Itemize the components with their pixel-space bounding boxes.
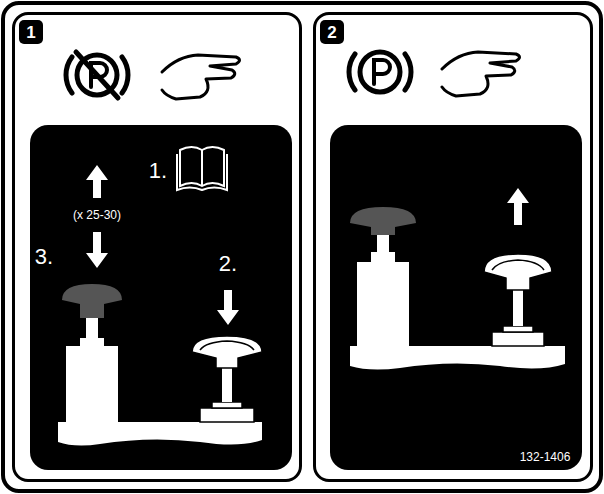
part-number: 132-1406 xyxy=(520,451,571,463)
brake-arc xyxy=(66,57,72,93)
down-arrow xyxy=(217,290,239,325)
valve-stem xyxy=(513,290,523,326)
hand-outline xyxy=(442,52,520,96)
book-cover xyxy=(177,154,227,190)
step-badge-number: 2 xyxy=(327,24,336,41)
valve-knob-detail xyxy=(200,341,254,350)
instruction-field xyxy=(330,125,582,470)
base-plate xyxy=(58,422,262,446)
valve-knob xyxy=(484,254,552,290)
brake-arc xyxy=(349,54,355,90)
brake-circle xyxy=(360,52,400,92)
book-pages xyxy=(180,147,224,186)
valve-seat xyxy=(503,326,533,332)
brake-applied-icon xyxy=(349,52,411,92)
outer-frame xyxy=(3,3,601,491)
valve-seat xyxy=(212,402,242,408)
instruction-field xyxy=(30,125,292,470)
step-number: 2. xyxy=(219,253,237,275)
base-plate xyxy=(350,346,565,370)
pump-stem xyxy=(86,316,98,338)
up-arrow xyxy=(507,188,529,225)
step-number: 3. xyxy=(35,246,53,268)
repeat-count: (x 25-30) xyxy=(73,209,121,221)
step-badge: 1 xyxy=(19,20,43,44)
pump-knob xyxy=(350,207,416,235)
step-badge: 2 xyxy=(320,20,344,44)
brake-released-icon xyxy=(66,52,128,98)
pump-collar xyxy=(371,252,395,262)
p-glyph xyxy=(374,60,390,84)
pump-collar xyxy=(80,338,104,346)
up-arrow xyxy=(86,165,108,198)
brake-arc xyxy=(405,54,411,90)
manual-book-icon xyxy=(177,147,227,190)
instruction-panel: 1 xyxy=(12,12,302,482)
cross-slash xyxy=(76,52,118,98)
hand-icon xyxy=(162,55,240,99)
instruction-panel: 2 xyxy=(313,12,593,482)
step-number: 1. xyxy=(149,160,167,182)
valve-knob-detail xyxy=(492,260,544,270)
hand-icon xyxy=(442,52,520,96)
valve-base xyxy=(200,408,254,422)
valve-base xyxy=(492,332,544,346)
brake-arc xyxy=(122,57,128,93)
step-badge-number: 1 xyxy=(26,24,35,41)
valve-stem xyxy=(222,368,232,402)
pump-cylinder xyxy=(66,346,118,422)
pump-knob xyxy=(62,284,122,318)
book-spine xyxy=(201,150,203,186)
hand-outline xyxy=(162,55,240,99)
valve-knob xyxy=(192,336,262,368)
down-arrow xyxy=(86,232,108,268)
pump-cylinder xyxy=(357,262,409,346)
pump-stem xyxy=(377,233,389,253)
